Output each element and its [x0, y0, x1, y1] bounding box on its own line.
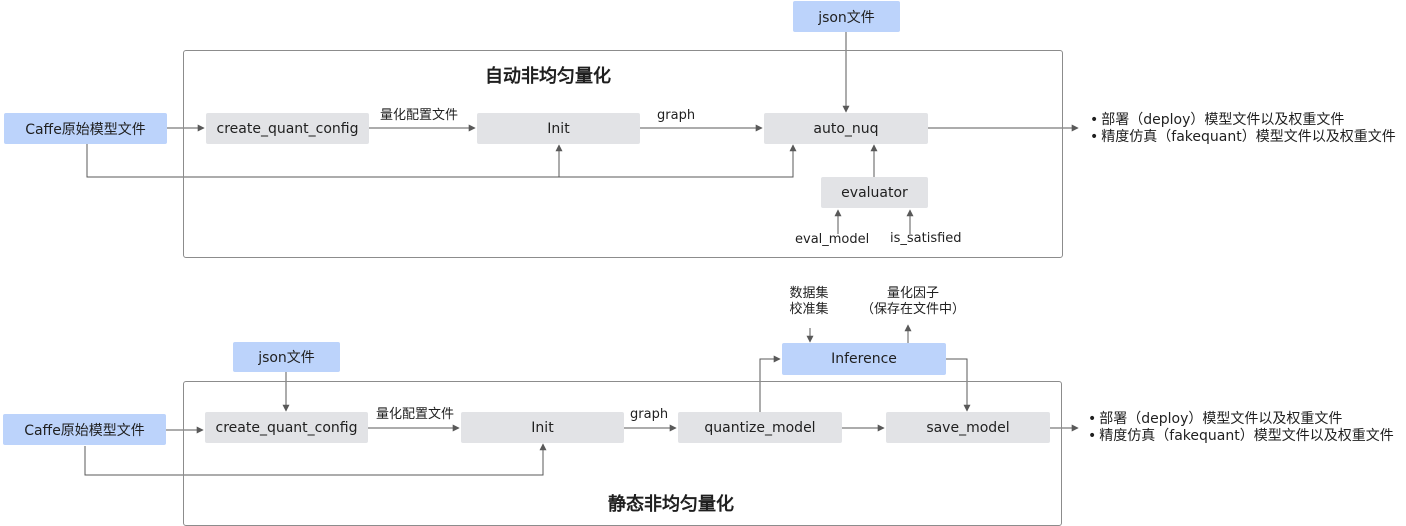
top-output-list: 部署（deploy）模型文件以及权重文件 精度仿真（fakequant）模型文件…	[1090, 112, 1396, 146]
eval-model-label: eval_model	[795, 232, 870, 247]
auto-nuq-panel-title: 自动非均匀量化	[485, 66, 611, 87]
bottom-graph-label: graph	[630, 407, 669, 422]
is-satisfied-label: is_satisfied	[890, 231, 962, 246]
bottom-init-node[interactable]: Init	[461, 412, 624, 443]
top-create-quant-config-node[interactable]: create_quant_config	[206, 113, 369, 144]
top-init-node[interactable]: Init	[477, 113, 640, 144]
evaluator-node[interactable]: evaluator	[821, 177, 928, 208]
quant-factor-label-line1: 量化因子	[886, 286, 939, 301]
bottom-json-file-node[interactable]: json文件	[233, 342, 340, 372]
quant-factor-label: 量化因子 （保存在文件中）	[858, 286, 968, 318]
dataset-label-line1: 数据集	[789, 286, 829, 301]
bottom-output-list: 部署（deploy）模型文件以及权重文件 精度仿真（fakequant）模型文件…	[1088, 411, 1394, 445]
quantize-model-node[interactable]: quantize_model	[678, 412, 842, 443]
dataset-label: 数据集 校准集	[789, 286, 829, 318]
static-nuq-panel-title: 静态非均匀量化	[608, 494, 734, 515]
dataset-label-line2: 校准集	[789, 302, 829, 317]
bottom-output-deploy: 部署（deploy）模型文件以及权重文件	[1088, 411, 1394, 428]
auto-nuq-panel	[183, 50, 1063, 258]
bottom-output-fakequant: 精度仿真（fakequant）模型文件以及权重文件	[1088, 428, 1393, 445]
top-output-deploy: 部署（deploy）模型文件以及权重文件	[1090, 112, 1396, 129]
top-caffe-model-file-node[interactable]: Caffe原始模型文件	[4, 113, 167, 144]
top-graph-label: graph	[657, 108, 696, 123]
bottom-caffe-model-file-node[interactable]: Caffe原始模型文件	[3, 414, 166, 445]
top-json-file-node[interactable]: json文件	[793, 1, 900, 32]
inference-node[interactable]: Inference	[782, 343, 946, 375]
bottom-config-file-label: 量化配置文件	[376, 407, 455, 422]
save-model-node[interactable]: save_model	[886, 412, 1050, 443]
quant-factor-label-line2: （保存在文件中）	[860, 302, 965, 317]
bottom-create-quant-config-node[interactable]: create_quant_config	[205, 412, 368, 443]
top-config-file-label: 量化配置文件	[380, 108, 459, 123]
top-output-fakequant: 精度仿真（fakequant）模型文件以及权重文件	[1090, 129, 1395, 146]
auto-nuq-node[interactable]: auto_nuq	[764, 113, 928, 144]
